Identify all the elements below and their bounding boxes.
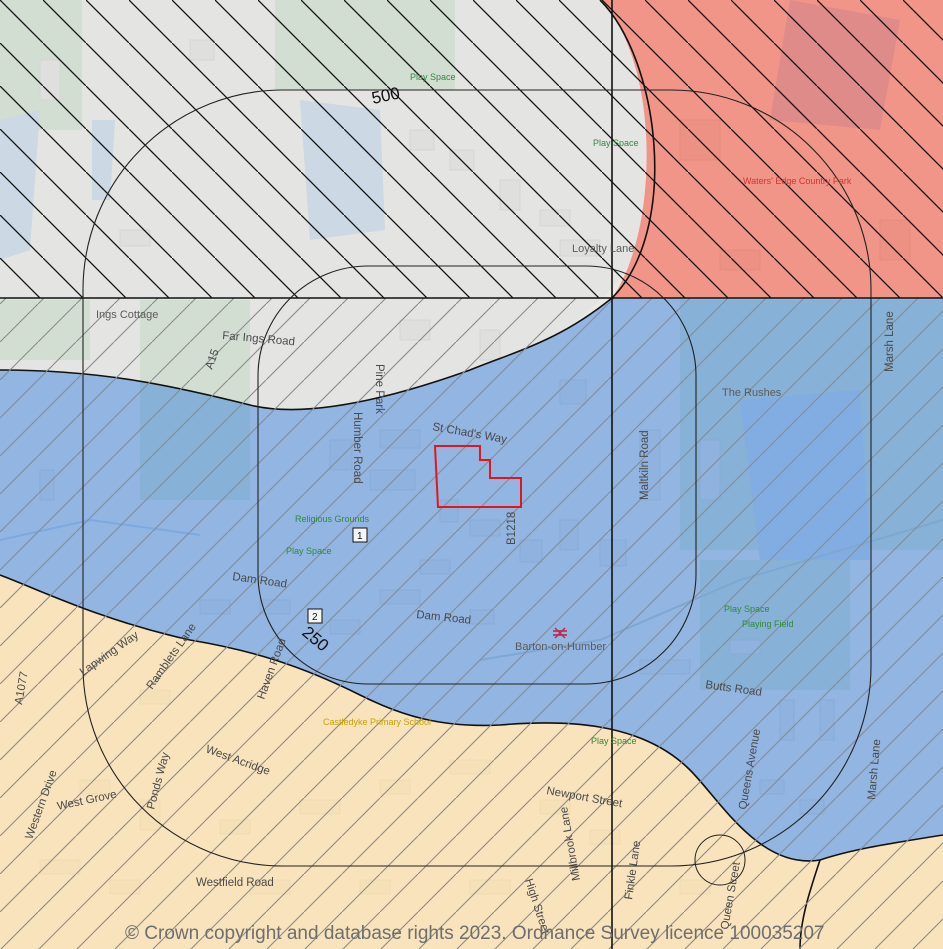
road-label: Maltkiln Road	[639, 430, 651, 500]
road-label: Humber Road	[351, 412, 363, 484]
buffer-500	[82, 89, 872, 867]
railway-station-icon	[553, 627, 567, 639]
place-label: Religious Grounds	[295, 514, 370, 524]
place-label: Play Space	[286, 546, 332, 556]
road-label: B1218	[506, 512, 518, 545]
place-label: Waters' Edge Country Park	[743, 176, 852, 186]
road-label: Dam Road	[416, 609, 472, 627]
place-label: Playing Field	[742, 619, 794, 629]
buffer-arc	[694, 834, 746, 886]
site-boundary[interactable]	[433, 445, 522, 508]
copyright-notice: © Crown copyright and database rights 20…	[125, 923, 825, 944]
place-label: Play Space	[410, 72, 456, 82]
place-label: Loyalty Lane	[572, 243, 634, 255]
marker-1-label: 1	[357, 531, 363, 542]
marker-2[interactable]: 2	[307, 608, 323, 624]
place-label: Barton-on-Humber	[515, 641, 606, 653]
road-label: A1077	[13, 671, 31, 706]
buffer-250	[257, 265, 697, 685]
place-label: Play Space	[724, 604, 770, 614]
hatch-diagonal-grey	[0, 298, 943, 949]
place-label: Play Space	[591, 736, 637, 746]
hatch-diagonal-black	[0, 0, 943, 298]
place-label: Ings Cottage	[96, 309, 158, 321]
place-label: Castledyke Primary School	[323, 717, 431, 727]
road-label: Marsh Lane	[866, 739, 883, 801]
road-label: Marsh Lane	[884, 311, 896, 372]
place-label: Play Space	[593, 138, 639, 148]
road-label: Pine Park	[373, 364, 385, 414]
road-label: Westfield Road	[196, 877, 274, 889]
place-label: The Rushes	[722, 387, 782, 399]
marker-1[interactable]: 1	[352, 527, 368, 543]
place-labels: Play Space Play Space Waters' Edge Count…	[96, 72, 852, 931]
marker-2-label: 2	[312, 612, 318, 623]
